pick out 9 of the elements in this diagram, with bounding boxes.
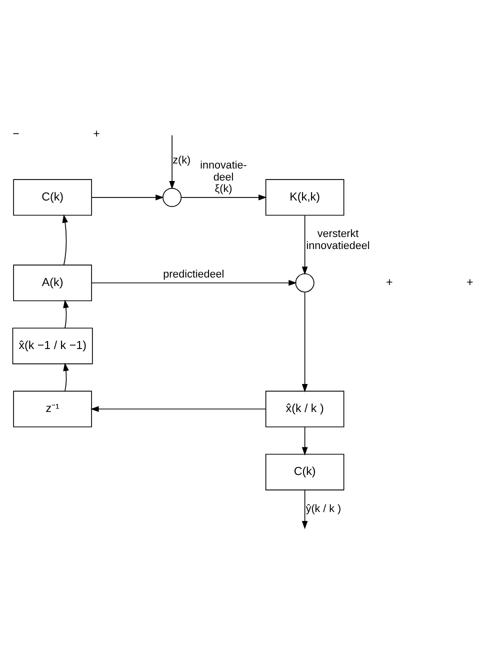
edge-label: predictiedeel xyxy=(163,268,224,280)
label: + xyxy=(466,276,474,289)
edge-label: versterkt innovatiedeel xyxy=(306,228,370,252)
label: + xyxy=(386,276,393,289)
label: − xyxy=(12,127,20,140)
label: + xyxy=(93,127,100,140)
edge-label: ŷ(k / k ) xyxy=(306,502,342,515)
edge-label: z(k) xyxy=(172,154,191,166)
edge-label: innovatie- deel ξ(k) xyxy=(200,160,247,195)
